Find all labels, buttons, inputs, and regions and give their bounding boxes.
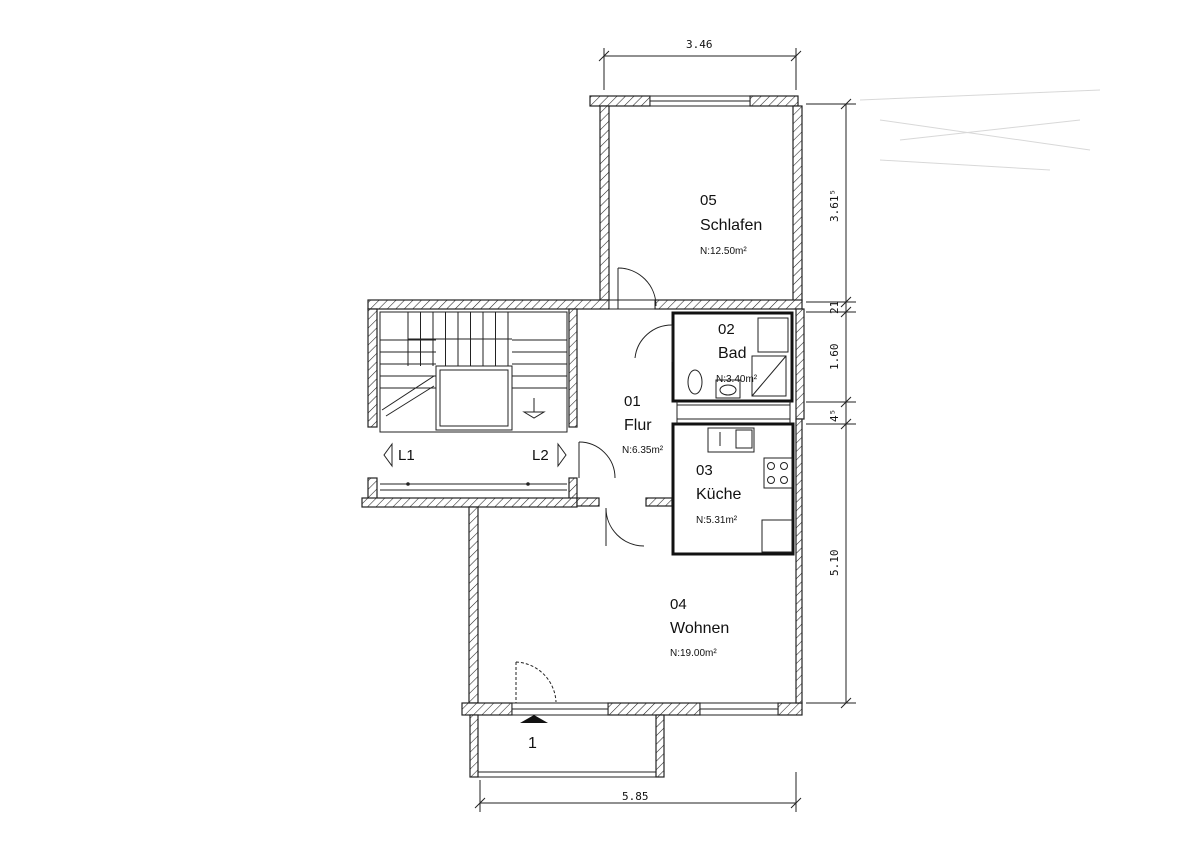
stair-label-l1: L1 — [398, 447, 415, 464]
sink-icon — [707, 427, 755, 453]
dim-right-gap-mid: 4⁵ — [828, 409, 841, 422]
room-bad: 02 Bad N:3.40m² — [716, 321, 758, 385]
dim-right-bad: 1.60 — [828, 344, 841, 371]
bathroom-fixtures — [687, 317, 789, 399]
fridge-icon — [761, 519, 793, 553]
room-flur: 01 Flur N:6.35m² — [622, 393, 664, 456]
cabinet-icon — [757, 317, 789, 353]
room-number: 02 — [718, 321, 735, 338]
entrance-number: 1 — [528, 735, 537, 752]
wet-rooms-outline — [671, 311, 795, 556]
room-name: Bad — [718, 345, 746, 362]
room-name: Wohnen — [670, 620, 729, 637]
windows — [511, 95, 779, 716]
toilet-icon — [687, 369, 703, 395]
dimension-lines — [474, 48, 856, 812]
dim-top-width: 3.46 — [686, 38, 713, 51]
entrance-arrow-icon — [520, 715, 548, 723]
room-name: Küche — [696, 486, 741, 503]
room-number: 05 — [700, 192, 717, 209]
stair-label-l2: L2 — [532, 447, 549, 464]
background-sketch — [859, 89, 1101, 171]
chevron-left-icon — [383, 442, 393, 468]
room-number: 04 — [670, 596, 687, 613]
dim-right-schlafen: 3.61⁵ — [828, 189, 841, 222]
room-area: N:6.35m² — [622, 445, 664, 456]
bathtub-icon — [751, 355, 787, 397]
room-number: 03 — [696, 462, 713, 479]
dim-right-wohnen: 5.10 — [828, 550, 841, 577]
room-kueche: 03 Küche N:5.31m² — [696, 462, 741, 526]
room-wohnen: 04 Wohnen N:19.00m² — [670, 596, 729, 659]
walls — [361, 95, 805, 778]
staircase — [379, 311, 568, 491]
chevron-right-icon — [557, 442, 567, 468]
room-schlafen: 05 Schlafen N:12.50m² — [700, 192, 762, 257]
room-number: 01 — [624, 393, 641, 410]
kitchen-fixtures — [707, 427, 793, 553]
room-area: N:19.00m² — [670, 648, 717, 659]
doors — [515, 267, 673, 703]
dim-bottom-width: 5.85 — [622, 790, 649, 803]
room-name: Flur — [624, 417, 652, 434]
room-name: Schlafen — [700, 217, 762, 234]
stove-icon — [763, 457, 793, 489]
room-area: N:5.31m² — [696, 515, 738, 526]
room-area: N:3.40m² — [716, 374, 758, 385]
dim-right-gap-top: 21 — [828, 301, 841, 314]
washbasin-icon — [715, 379, 741, 399]
room-area: N:12.50m² — [700, 246, 747, 257]
